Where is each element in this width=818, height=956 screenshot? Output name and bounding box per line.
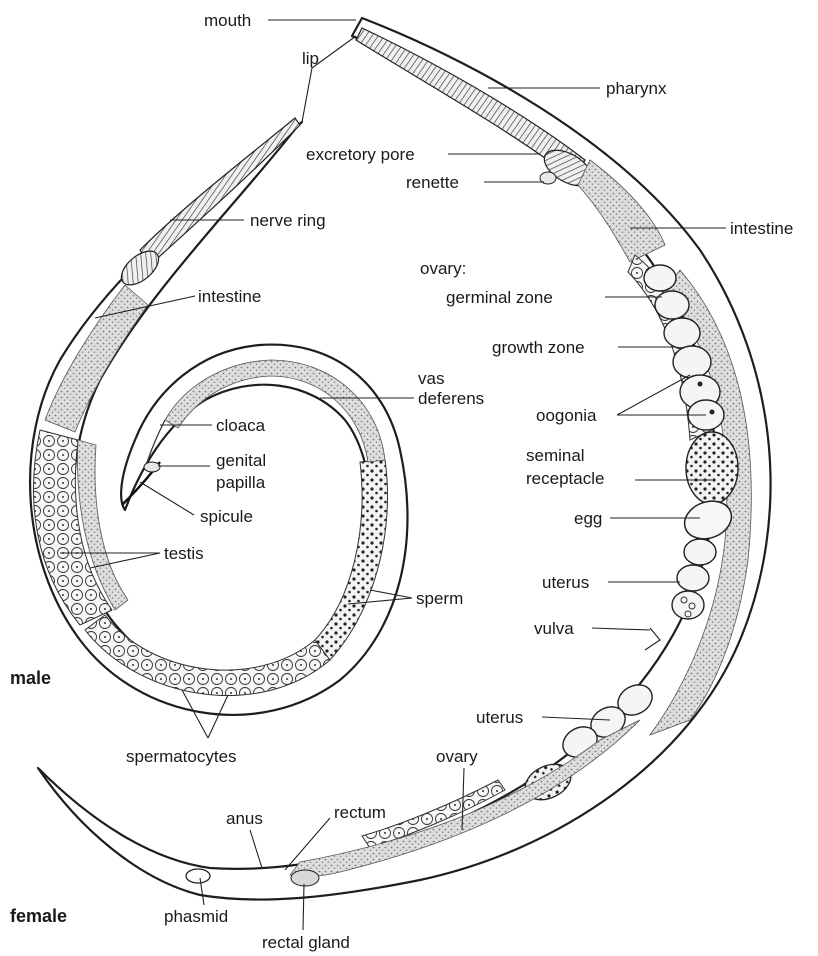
label-vulva: vulva xyxy=(534,619,574,638)
labels: mouth lip pharynx excretory pore renette… xyxy=(10,11,793,952)
label-growth-zone: growth zone xyxy=(492,338,585,357)
label-renette: renette xyxy=(406,173,459,192)
label-mouth: mouth xyxy=(204,11,251,30)
label-ovary-heading: ovary: xyxy=(420,259,466,278)
uterus-upper-eggs xyxy=(672,539,716,619)
label-receptacle: receptacle xyxy=(526,469,604,488)
label-pharynx: pharynx xyxy=(606,79,667,98)
label-testis: testis xyxy=(164,544,204,563)
genital-papilla xyxy=(144,462,160,472)
label-cloaca: cloaca xyxy=(216,416,266,435)
label-egg: egg xyxy=(574,509,602,528)
label-oogonia: oogonia xyxy=(536,406,597,425)
label-genital: genital xyxy=(216,451,266,470)
label-excretory-pore: excretory pore xyxy=(306,145,415,164)
label-male: male xyxy=(10,668,51,688)
label-sperm: sperm xyxy=(416,589,463,608)
label-ovary: ovary xyxy=(436,747,478,766)
vas-deferens xyxy=(165,360,385,462)
label-rectal-gland: rectal gland xyxy=(262,933,350,952)
label-phasmid: phasmid xyxy=(164,907,228,926)
label-uterus-upper: uterus xyxy=(542,573,589,592)
label-intestine-female: intestine xyxy=(730,219,793,238)
label-intestine-male: intestine xyxy=(198,287,261,306)
label-vas: vas xyxy=(418,369,444,388)
label-female: female xyxy=(10,906,67,926)
label-spermatocytes: spermatocytes xyxy=(126,747,237,766)
spermatocytes-band xyxy=(85,615,330,696)
label-uterus-lower: uterus xyxy=(476,708,523,727)
phasmid xyxy=(186,869,210,883)
label-germinal-zone: germinal zone xyxy=(446,288,553,307)
seminal-receptacle xyxy=(686,432,738,504)
label-deferens: deferens xyxy=(418,389,484,408)
label-spicule: spicule xyxy=(200,507,253,526)
label-rectum: rectum xyxy=(334,803,386,822)
label-anus: anus xyxy=(226,809,263,828)
male-pharynx xyxy=(140,118,300,265)
sperm-band xyxy=(315,460,388,660)
vulva xyxy=(645,628,660,650)
label-nerve-ring: nerve ring xyxy=(250,211,326,230)
rectal-gland xyxy=(291,870,319,886)
label-papilla: papilla xyxy=(216,473,266,492)
female-intestine-upper xyxy=(578,160,665,262)
label-seminal: seminal xyxy=(526,446,585,465)
label-lip: lip xyxy=(302,49,319,68)
